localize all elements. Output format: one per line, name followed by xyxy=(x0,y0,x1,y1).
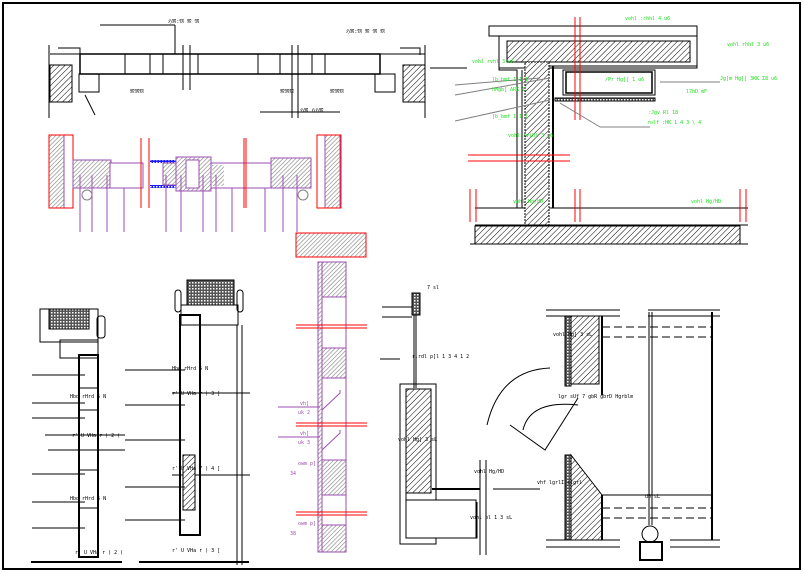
annotation-label: ]b_bmf 1 1 1 xyxy=(492,77,528,83)
door-labels: vohl Hg] 3 sL lgr sUf 7 gbR gbrD Hgrblm … xyxy=(537,332,660,500)
annotation-label: 𝔐𝔐𝔐 xyxy=(130,89,144,95)
annotation-label: 7 sl xyxy=(427,285,439,291)
annotation-label: lgr sUf 7 gbR gbrD Hgrblm xyxy=(558,394,633,400)
annotation-label: rolf :HK 1 4 3 \ 4 xyxy=(647,120,701,126)
top-plan-labels: ℌ𝔐:𝔐 𝔐 𝔐 ℌ𝔐:𝔐 𝔐 𝔐 𝔐 𝔐𝔐𝔐 𝔐𝔐𝔐 𝔐𝔐𝔐 ℌ𝔐 ℌℌ𝔐 xyxy=(130,19,385,114)
annotation-label: vohl rvhl 3 u6 xyxy=(472,59,514,65)
annotation-label: ℌ𝔐 ℌℌ𝔐 xyxy=(300,108,324,114)
annotation-label: owm p] xyxy=(298,521,316,527)
purple-wall-section xyxy=(278,261,367,553)
annotation-label: l7hD mF xyxy=(686,89,707,95)
annotation-label: vohl Hg/HD xyxy=(474,469,504,475)
top-right-labels: vohl :rhhl 4 u6 vohl rhhl 3 u6 vohl rvhl… xyxy=(472,16,777,205)
annotation-label: r' U VHa r ) 3 [ xyxy=(172,548,220,554)
annotation-label: Hbd rHrd 5 N xyxy=(70,394,106,400)
annotation-label: vohl rhhl 3 u6 xyxy=(727,42,769,48)
annotation-label: 𝔐𝔐𝔐 xyxy=(330,89,344,95)
mid-window-plan xyxy=(48,134,367,258)
annotation-label: vohl bl 1 3 sL xyxy=(470,515,512,521)
annotation-label: /Pr Hg][ 1 u6 xyxy=(605,77,644,83)
bottom-middle-section xyxy=(380,292,540,555)
annotation-label: :Jgv Rl 18 xyxy=(648,110,678,116)
annotation-label: vohl :rhhl 4 u6 xyxy=(625,16,670,22)
annotation-label: Hbd rHrd 5 N xyxy=(70,496,106,502)
annotation-label: 38 xyxy=(290,531,296,537)
annotation-label: Hbd rHrd 5 N xyxy=(172,366,208,372)
bottom-left-sections xyxy=(31,279,250,565)
annotation-label: vohl Hg] 3 sL xyxy=(398,437,437,443)
annotation-label: owm p] xyxy=(298,461,316,467)
annotation-label: vh[ xyxy=(300,431,309,437)
annotation-label: vohl Hg/HD xyxy=(691,199,721,205)
annotation-label: vohl Hg/HD xyxy=(513,199,543,205)
door-section xyxy=(486,309,720,561)
annotation-label: vohl rv(hl 3 u6 xyxy=(508,133,553,139)
annotation-label: vhf lgrlI slgrl xyxy=(537,480,582,486)
annotation-label: r' U VHa r ) 3 [ xyxy=(172,391,220,397)
annotation-label: vohl Hg] 3 sL xyxy=(553,332,592,338)
bottom-middle-labels: 7 sl r.rdl p]l 1 3 4 1 2 vohl Hg] 3 sL v… xyxy=(398,285,512,521)
bottom-left-labels: Hbd rHrd 5 N Hbd rHrd 5 N Hbd rHrd 5 N r… xyxy=(70,366,220,556)
annotation-label: vh[ xyxy=(300,401,309,407)
purple-labels: vh[ uk 2 vh[ uk 3 owm p] 34 owm p] 38 xyxy=(290,401,316,537)
annotation-label: r' U VHa r ) 2 ( xyxy=(75,550,123,556)
annotation-label: Jg[m Hg][ 3KK Σ8 u6 xyxy=(720,76,777,82)
annotation-label: r' U VHa r ) 2 ( xyxy=(72,433,120,439)
top-window-plan xyxy=(48,24,426,118)
annotation-label: uk 3 xyxy=(298,440,310,446)
annotation-label: hMgb[ ΛRK Σ xyxy=(492,87,525,93)
annotation-label: ℌ𝔐:𝔐 𝔐 𝔐 𝔐 xyxy=(346,29,385,35)
top-right-section xyxy=(430,17,748,245)
annotation-label: 34 xyxy=(290,471,296,477)
annotation-label: r.rdl p]l 1 3 4 1 2 xyxy=(412,354,469,360)
annotation-label: ℌ𝔐:𝔐 𝔐 𝔐 xyxy=(168,19,200,25)
annotation-label: r' U VHa 7 ) 4 [ xyxy=(172,466,220,472)
annotation-label: uk 2 xyxy=(298,410,310,416)
annotation-label: 𝔐𝔐𝔐 xyxy=(280,89,294,95)
annotation-label: d0 sL xyxy=(645,494,660,500)
annotation-label: ]b_bmf 1 1 1 xyxy=(492,114,528,120)
